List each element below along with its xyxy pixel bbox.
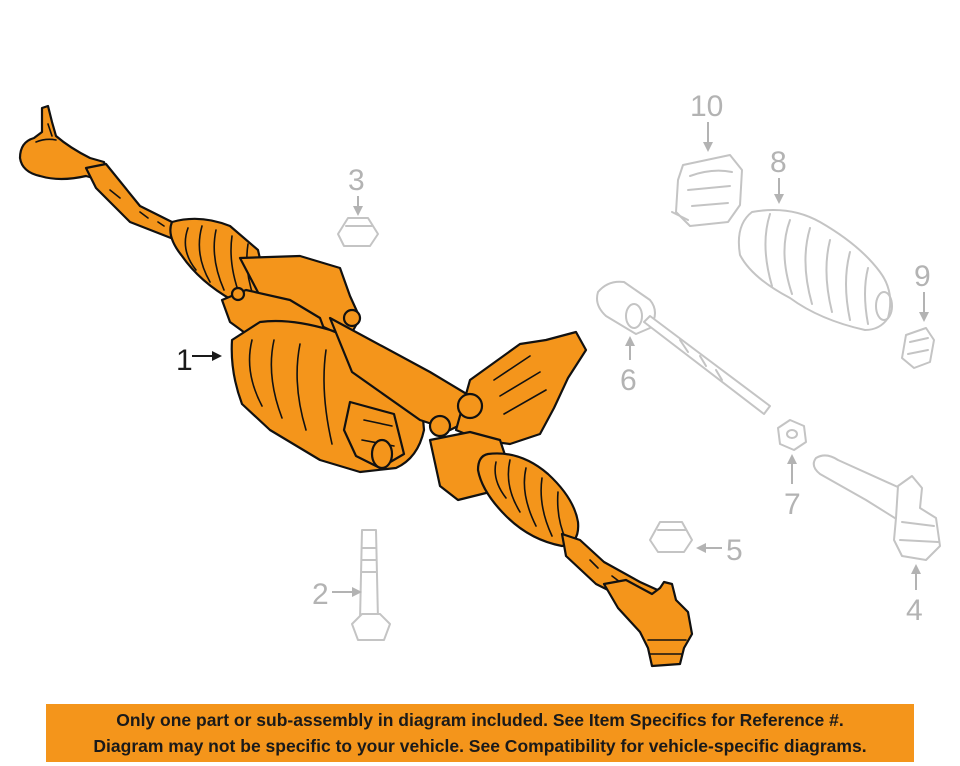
disclaimer-line-2: Diagram may not be specific to your vehi…	[93, 736, 867, 756]
part-3-flange-nut	[337, 217, 379, 247]
callout-label-4: 4	[906, 594, 923, 627]
callout-label-3: 3	[348, 164, 365, 197]
part-2-bolt	[351, 529, 391, 641]
part-10-clamp	[671, 154, 743, 227]
callout-3: 3	[348, 164, 365, 216]
callout-label-9: 9	[914, 260, 931, 293]
callout-1: 1	[176, 344, 222, 377]
callout-8: 8	[770, 146, 787, 204]
callout-10: 10	[690, 90, 723, 152]
callout-label-1: 1	[176, 344, 193, 377]
callout-label-7: 7	[784, 488, 801, 521]
callout-6: 6	[620, 336, 637, 397]
callout-label-6: 6	[620, 364, 637, 397]
callout-label-2: 2	[312, 578, 329, 611]
callout-9: 9	[914, 260, 931, 322]
callout-4: 4	[906, 564, 923, 627]
part-9-clamp	[901, 327, 935, 369]
disclaimer-line-1: Only one part or sub-assembly in diagram…	[116, 710, 844, 730]
callout-label-10: 10	[690, 90, 723, 123]
callout-label-5: 5	[726, 534, 743, 567]
callout-5: 5	[696, 534, 743, 567]
part-6-inner-tie-rod	[596, 280, 771, 415]
part-4-tie-rod-end	[812, 454, 941, 561]
disclaimer-banner: Only one part or sub-assembly in diagram…	[46, 704, 914, 762]
callout-label-8: 8	[770, 146, 787, 179]
part-5-flange-nut	[649, 521, 693, 553]
part-1-steering-rack	[18, 104, 694, 668]
callout-7: 7	[784, 454, 801, 521]
part-8-boot	[737, 209, 893, 331]
part-7-nut	[777, 419, 807, 451]
callout-2: 2	[312, 578, 362, 611]
